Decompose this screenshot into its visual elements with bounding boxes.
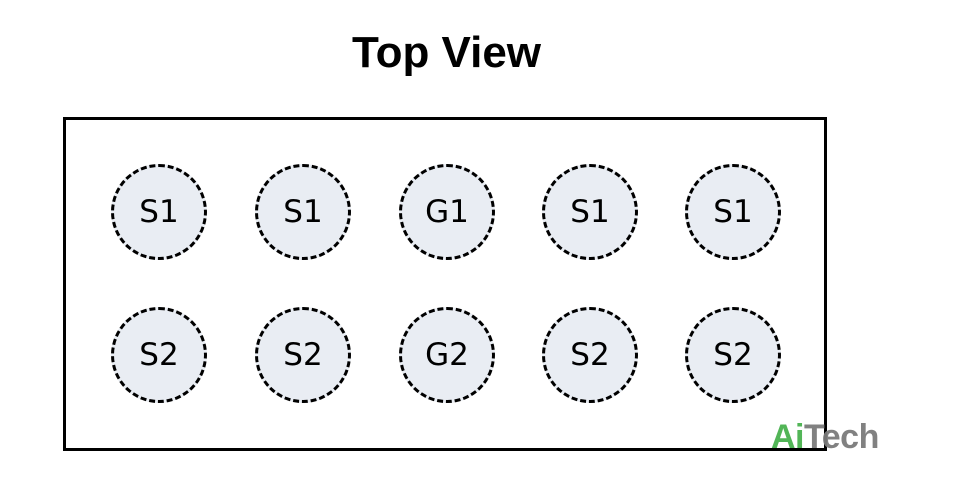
pad-s1: S1	[111, 164, 207, 260]
pad-s1: S1	[542, 164, 638, 260]
pad-s2: S2	[111, 307, 207, 403]
pad-s2: S2	[685, 307, 781, 403]
pad-label: S1	[283, 193, 323, 230]
pad-label: G1	[425, 193, 469, 230]
pad-s1: S1	[685, 164, 781, 260]
pad-s2: S2	[542, 307, 638, 403]
pad-label: S2	[283, 336, 323, 373]
pad-label: G2	[425, 336, 469, 373]
watermark-tech: Tech	[804, 418, 879, 456]
pad-label: S2	[139, 336, 179, 373]
watermark-ai: Ai	[771, 418, 805, 456]
pad-label: S1	[139, 193, 179, 230]
pad-g1: G1	[399, 164, 495, 260]
pad-label: S2	[570, 336, 610, 373]
aitech-watermark: AiTech	[771, 420, 879, 454]
pad-label: S2	[713, 336, 753, 373]
pad-s1: S1	[255, 164, 351, 260]
pad-label: S1	[713, 193, 753, 230]
pad-g2: G2	[399, 307, 495, 403]
pad-s2: S2	[255, 307, 351, 403]
pad-label: S1	[570, 193, 610, 230]
diagram-title: Top View	[351, 28, 542, 77]
